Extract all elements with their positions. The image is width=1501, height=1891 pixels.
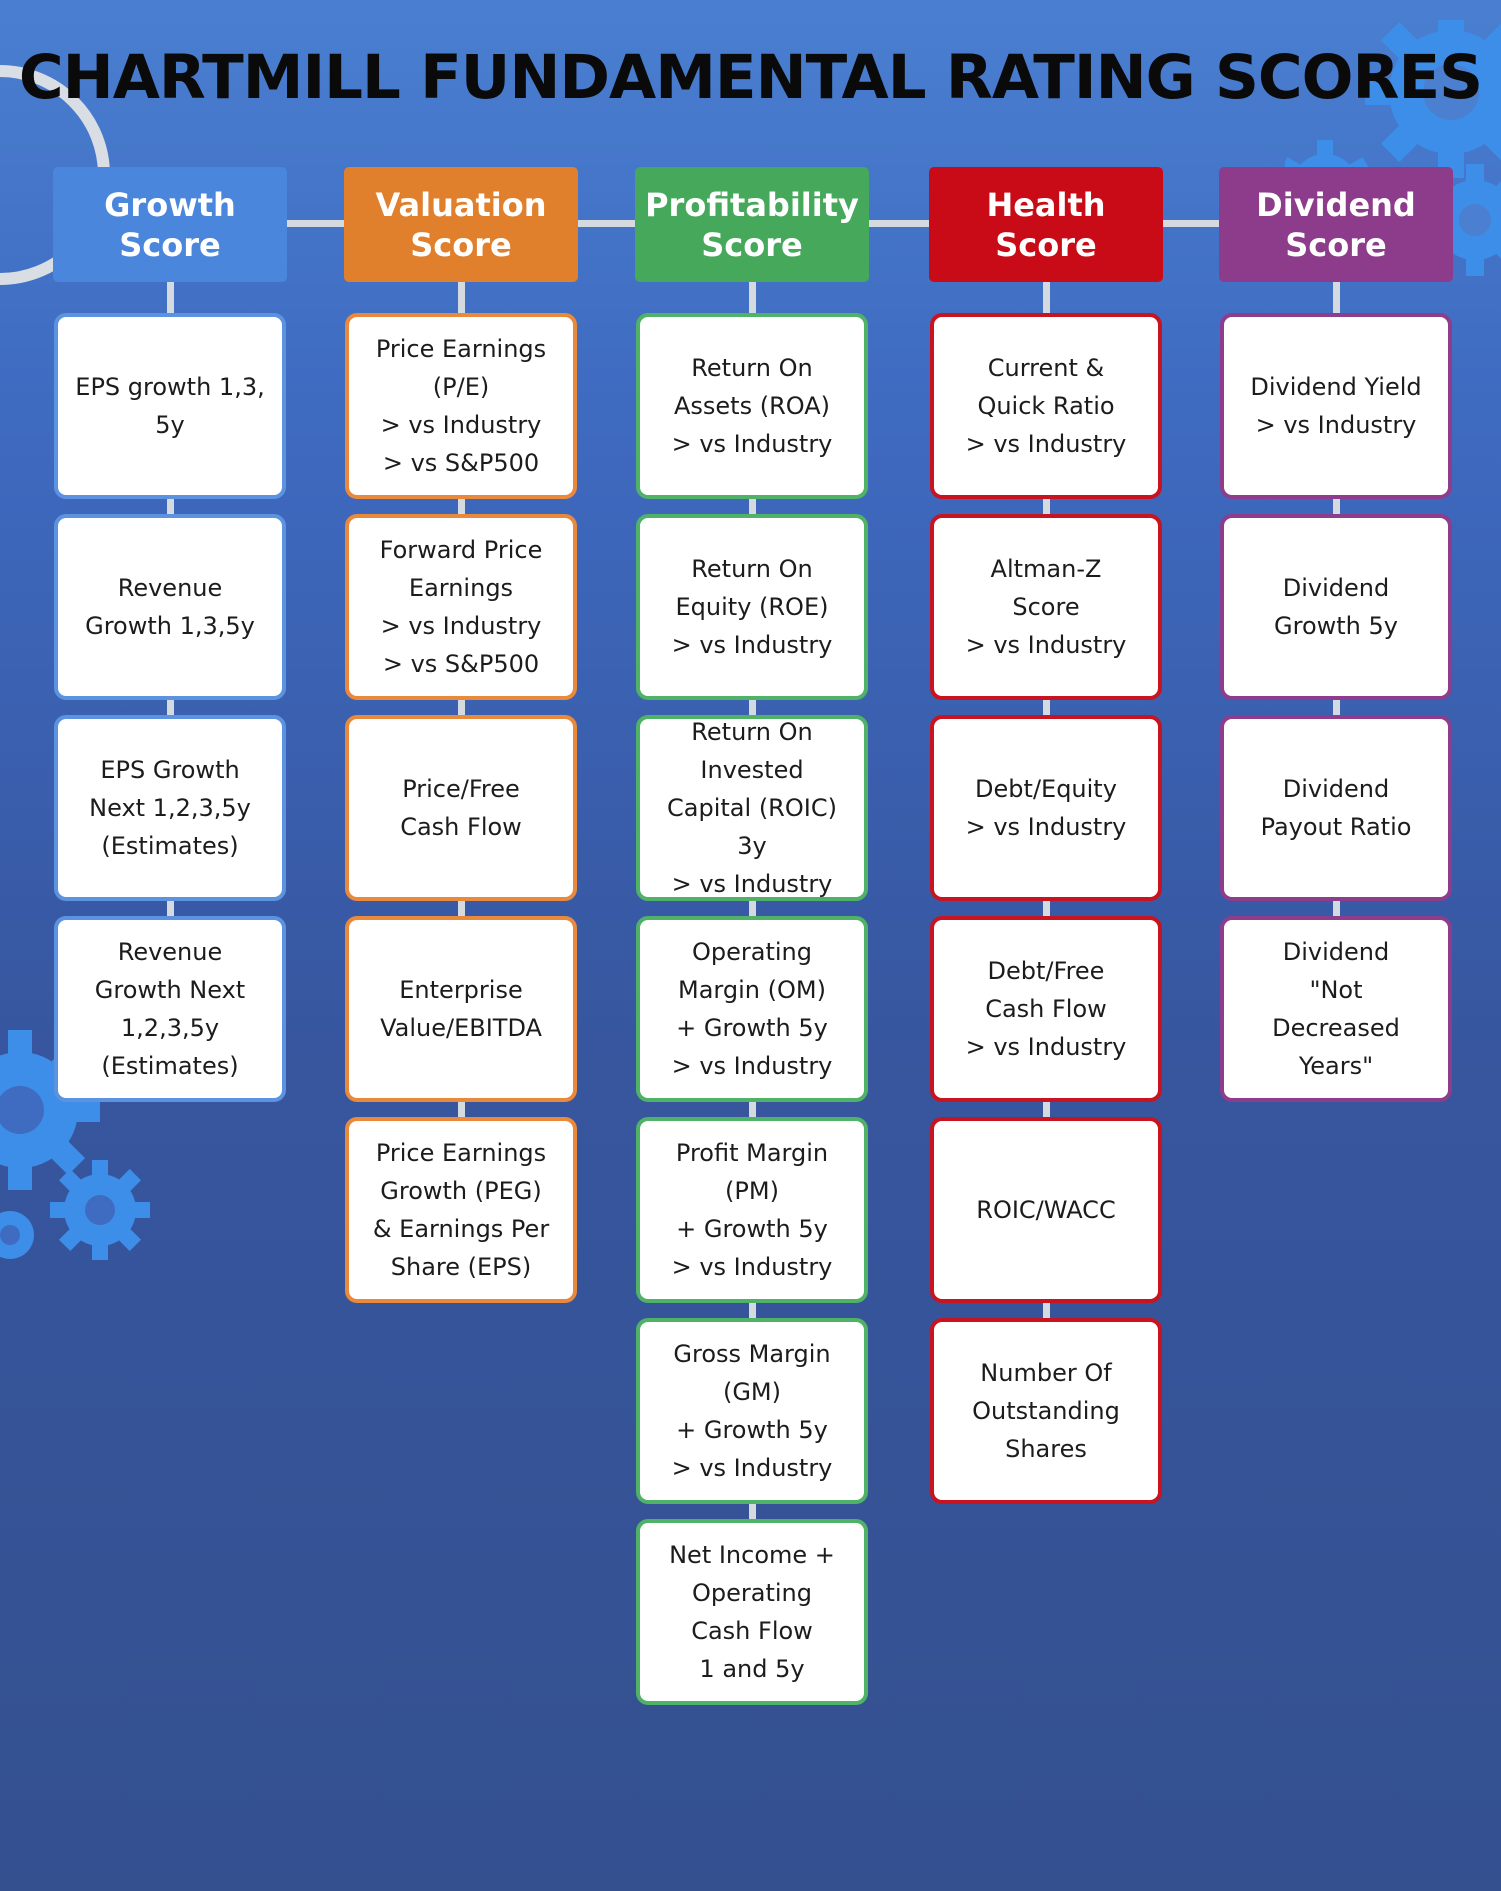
profitability-metric-box: Return On Equity (ROE) > vs Industry <box>636 514 868 700</box>
profitability-metric-box: Gross Margin (GM) + Growth 5y > vs Indus… <box>636 1318 868 1504</box>
health-metric-box: Number Of Outstanding Shares <box>930 1318 1162 1504</box>
profitability-metric-box: Profit Margin (PM) + Growth 5y > vs Indu… <box>636 1117 868 1303</box>
dividend-metric-box: Dividend Growth 5y <box>1220 514 1452 700</box>
valuation-metric-box: Price/Free Cash Flow <box>345 715 577 901</box>
growth-metric-box: EPS Growth Next 1,2,3,5y (Estimates) <box>54 715 286 901</box>
dividend-score-header: Dividend Score <box>1219 167 1453 282</box>
profitability-metric-box: Return On Invested Capital (ROIC) 3y > v… <box>636 715 868 901</box>
valuation-metric-box: Price Earnings (P/E) > vs Industry > vs … <box>345 313 577 499</box>
health-metric-box: ROIC/WACC <box>930 1117 1162 1303</box>
profitability-metric-box: Net Income + Operating Cash Flow 1 and 5… <box>636 1519 868 1705</box>
dividend-metric-box: Dividend Payout Ratio <box>1220 715 1452 901</box>
growth-metric-box: EPS growth 1,3, 5y <box>54 313 286 499</box>
valuation-metric-box: Forward Price Earnings > vs Industry > v… <box>345 514 577 700</box>
dividend-metric-box: Dividend Yield > vs Industry <box>1220 313 1452 499</box>
health-score-header: Health Score <box>929 167 1163 282</box>
health-metric-box: Debt/Equity > vs Industry <box>930 715 1162 901</box>
health-metric-box: Current & Quick Ratio > vs Industry <box>930 313 1162 499</box>
growth-metric-box: Revenue Growth Next 1,2,3,5y (Estimates) <box>54 916 286 1102</box>
health-metric-box: Altman-Z Score > vs Industry <box>930 514 1162 700</box>
valuation-score-header: Valuation Score <box>344 167 578 282</box>
profitability-score-header: Profitability Score <box>635 167 869 282</box>
health-metric-box: Debt/Free Cash Flow > vs Industry <box>930 916 1162 1102</box>
page-title: CHARTMILL FUNDAMENTAL RATING SCORES <box>18 42 1483 113</box>
profitability-metric-box: Return On Assets (ROA) > vs Industry <box>636 313 868 499</box>
valuation-metric-box: Price Earnings Growth (PEG) & Earnings P… <box>345 1117 577 1303</box>
growth-metric-box: Revenue Growth 1,3,5y <box>54 514 286 700</box>
dividend-metric-box: Dividend "Not Decreased Years" <box>1220 916 1452 1102</box>
profitability-metric-box: Operating Margin (OM) + Growth 5y > vs I… <box>636 916 868 1102</box>
valuation-metric-box: Enterprise Value/EBITDA <box>345 916 577 1102</box>
growth-score-header: Growth Score <box>53 167 287 282</box>
